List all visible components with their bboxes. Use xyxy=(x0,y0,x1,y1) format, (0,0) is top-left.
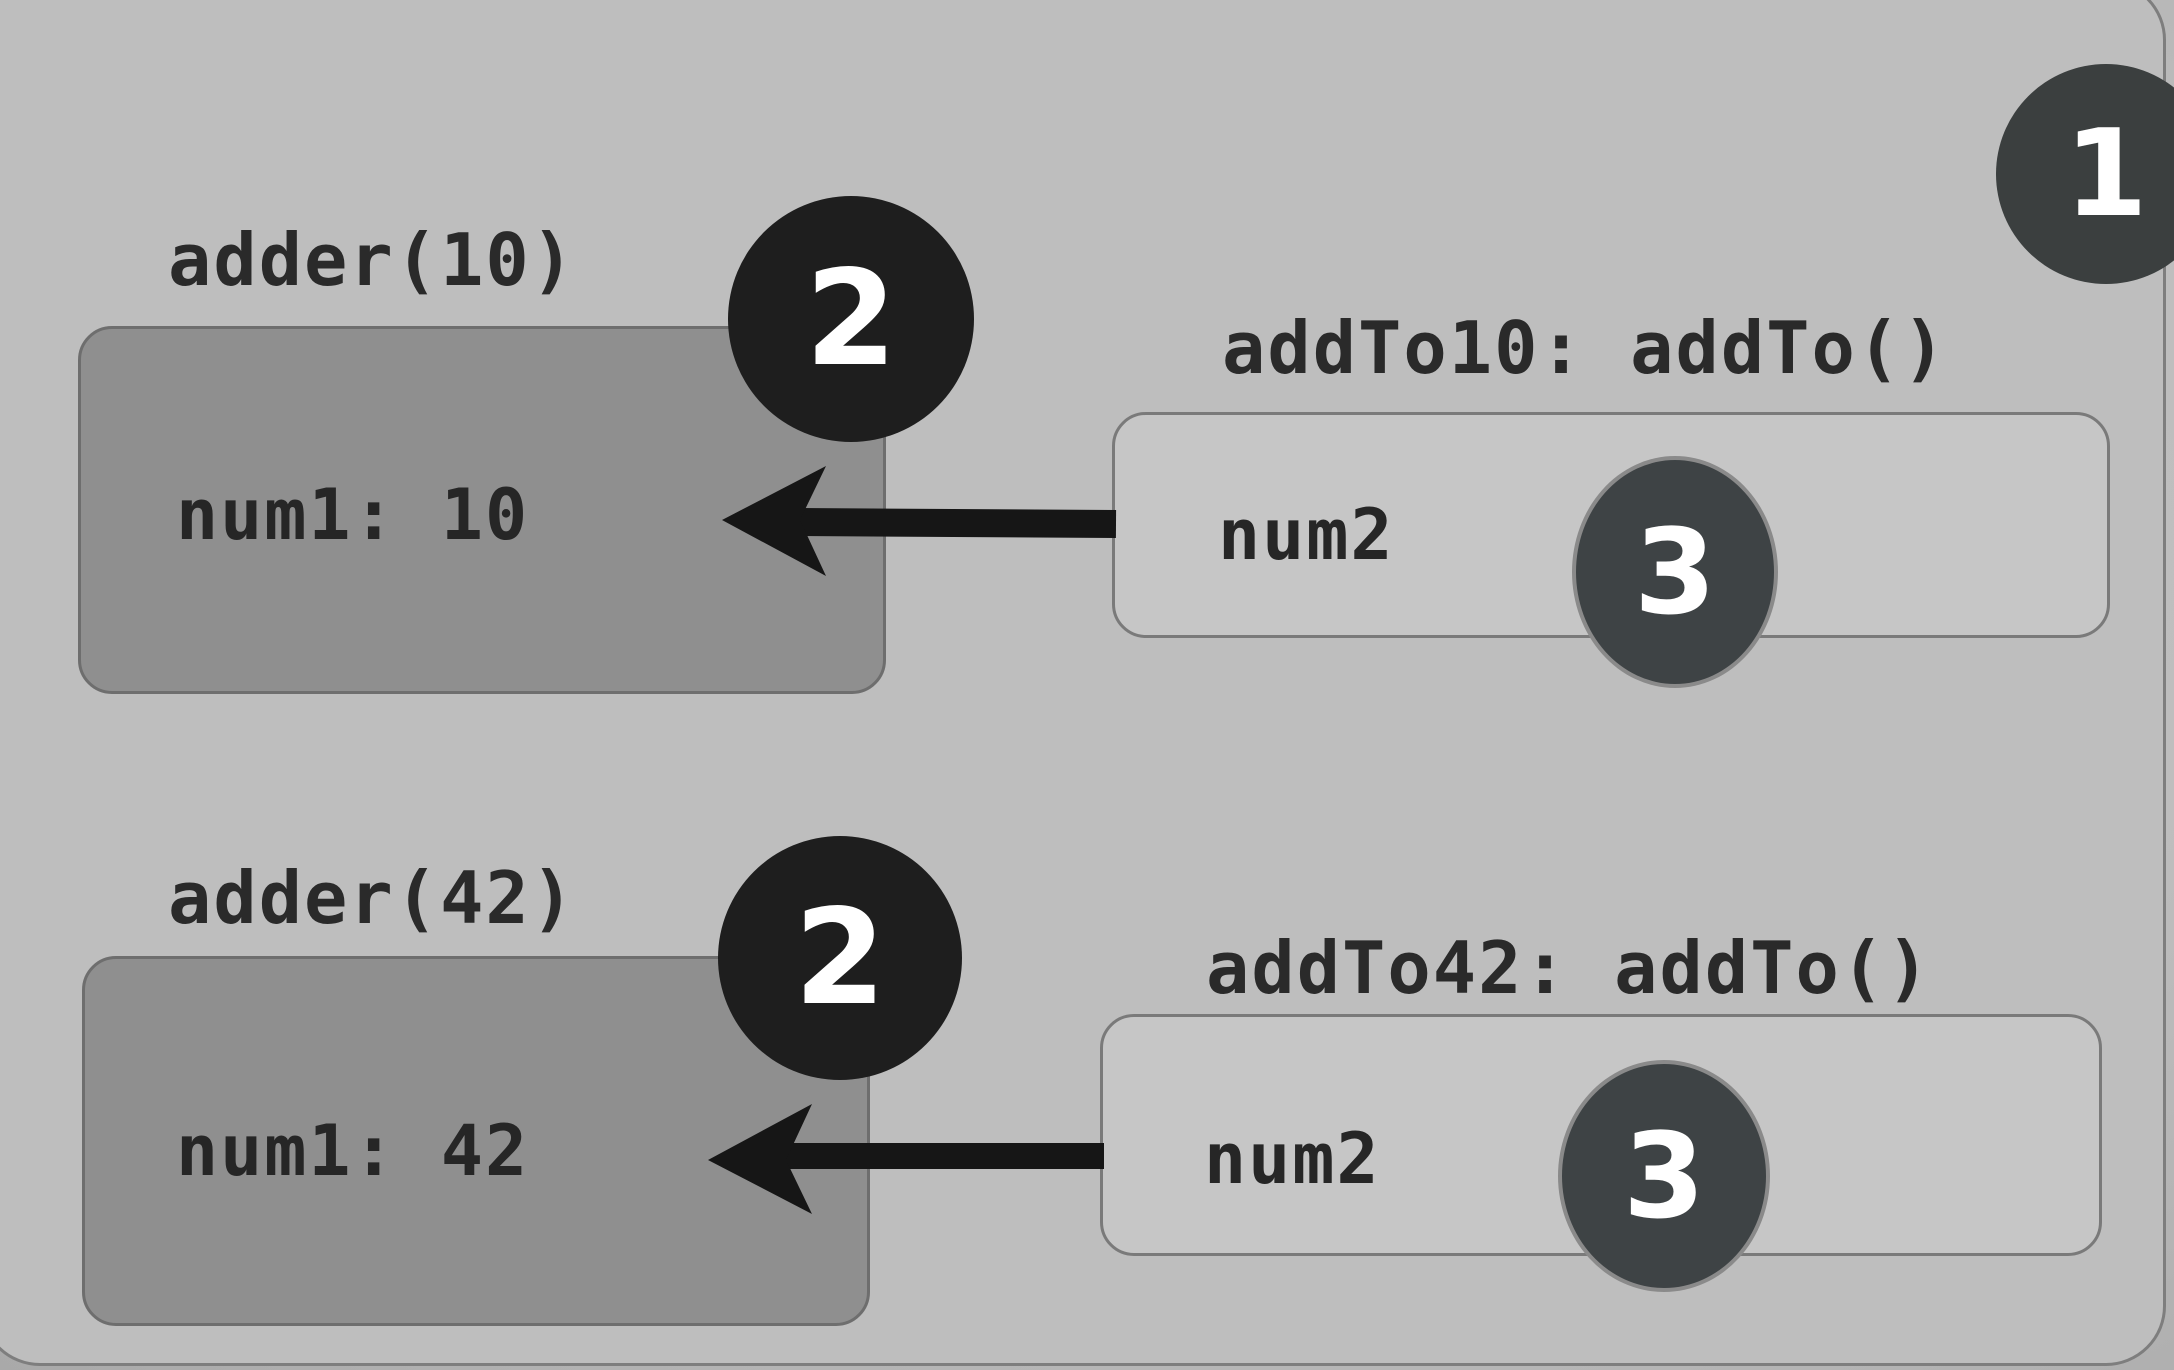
scope-b-variable: num1: 42 xyxy=(176,1110,530,1192)
global-scope-badge-number: 1 xyxy=(2064,104,2148,244)
arrow-closure-b-to-scope-b xyxy=(708,1104,1104,1214)
closure-a-badge: 3 xyxy=(1572,456,1778,688)
closure-b-variable: num2 xyxy=(1204,1118,1381,1200)
scope-b-badge-number: 2 xyxy=(794,881,886,1035)
closure-a-badge-number: 3 xyxy=(1633,503,1717,641)
scope-a-badge-number: 2 xyxy=(805,242,897,396)
scope-a-badge: 2 xyxy=(728,196,974,442)
closure-a-variable: num2 xyxy=(1218,494,1395,576)
closure-b-badge-number: 3 xyxy=(1622,1107,1706,1245)
closure-b-label: addTo42: addTo() xyxy=(1206,926,1932,1010)
scope-a-label: adder(10) xyxy=(168,218,577,302)
arrow-closure-a-to-scope-a xyxy=(722,466,1117,576)
scope-b-badge: 2 xyxy=(718,836,962,1080)
global-scope-badge: 1 xyxy=(1996,64,2174,284)
scope-b-label: adder(42) xyxy=(168,856,577,940)
scope-a-variable: num1: 10 xyxy=(176,474,530,556)
closure-a-label: addTo10: addTo() xyxy=(1222,306,1948,390)
closure-b-badge: 3 xyxy=(1558,1060,1770,1292)
